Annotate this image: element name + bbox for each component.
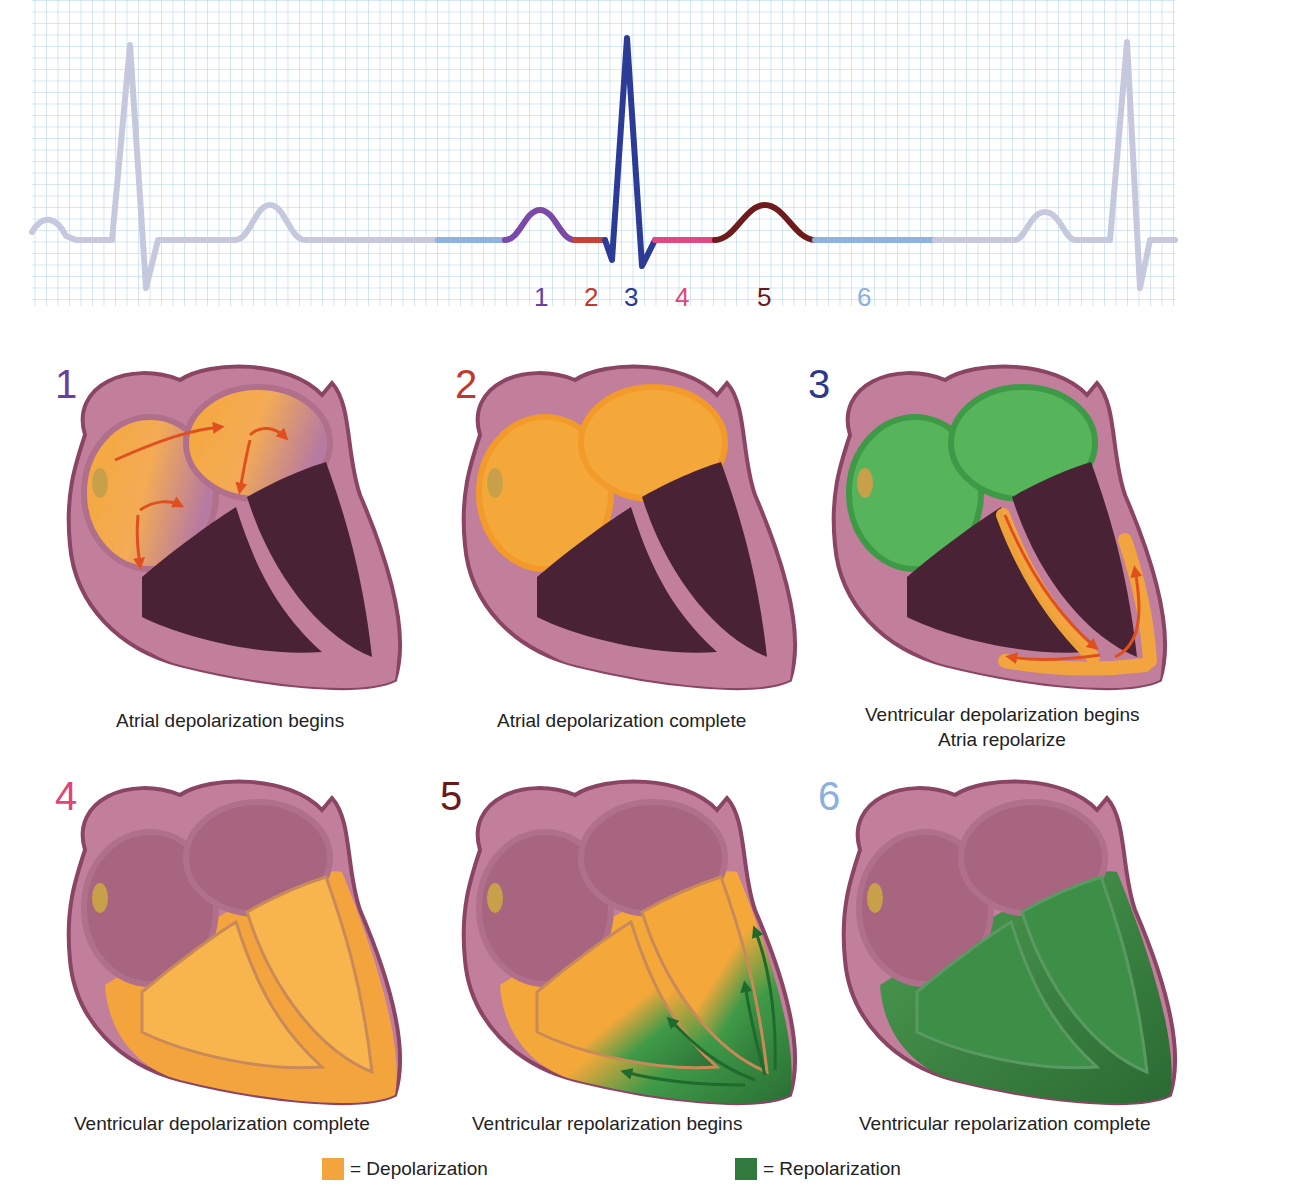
legend-text: = Depolarization — [350, 1158, 488, 1180]
panel-number: 2 — [455, 360, 477, 408]
heart-4 — [69, 781, 400, 1103]
heart-2 — [464, 366, 795, 688]
heart-1 — [69, 366, 400, 688]
legend-swatch — [735, 1158, 757, 1180]
legend-entry: = Depolarization — [322, 1158, 488, 1180]
panel-number: 1 — [55, 360, 77, 408]
panel-caption: Ventricular repolarization begins — [472, 1113, 742, 1136]
panel-number: 6 — [818, 772, 840, 820]
panel-number: 3 — [808, 360, 830, 408]
legend-entry: = Repolarization — [735, 1158, 901, 1180]
heart-3 — [834, 366, 1165, 688]
callout-number: 3 — [624, 282, 638, 313]
panel-number: 4 — [55, 772, 77, 820]
panel-number: 5 — [440, 772, 462, 820]
legend-text: = Repolarization — [763, 1158, 901, 1180]
ecg-strip — [32, 0, 1175, 306]
panel-caption: Ventricular repolarization complete — [859, 1113, 1151, 1136]
heart-5 — [464, 781, 795, 1103]
callout-number: 5 — [757, 282, 771, 313]
panel-caption: Atrial depolarization begins — [116, 710, 344, 733]
panel-caption: Atrial depolarization complete — [497, 710, 746, 733]
callout-number: 2 — [584, 282, 598, 313]
panel-caption: Ventricular depolarization begins — [865, 704, 1140, 727]
callout-number: 6 — [857, 282, 871, 313]
panel-caption: Ventricular depolarization complete — [74, 1113, 370, 1136]
callout-number: 1 — [534, 282, 548, 313]
callout-number: 4 — [675, 282, 689, 313]
legend-swatch — [322, 1158, 344, 1180]
panel-caption: Atria repolarize — [938, 729, 1066, 752]
heart-6 — [844, 781, 1175, 1103]
